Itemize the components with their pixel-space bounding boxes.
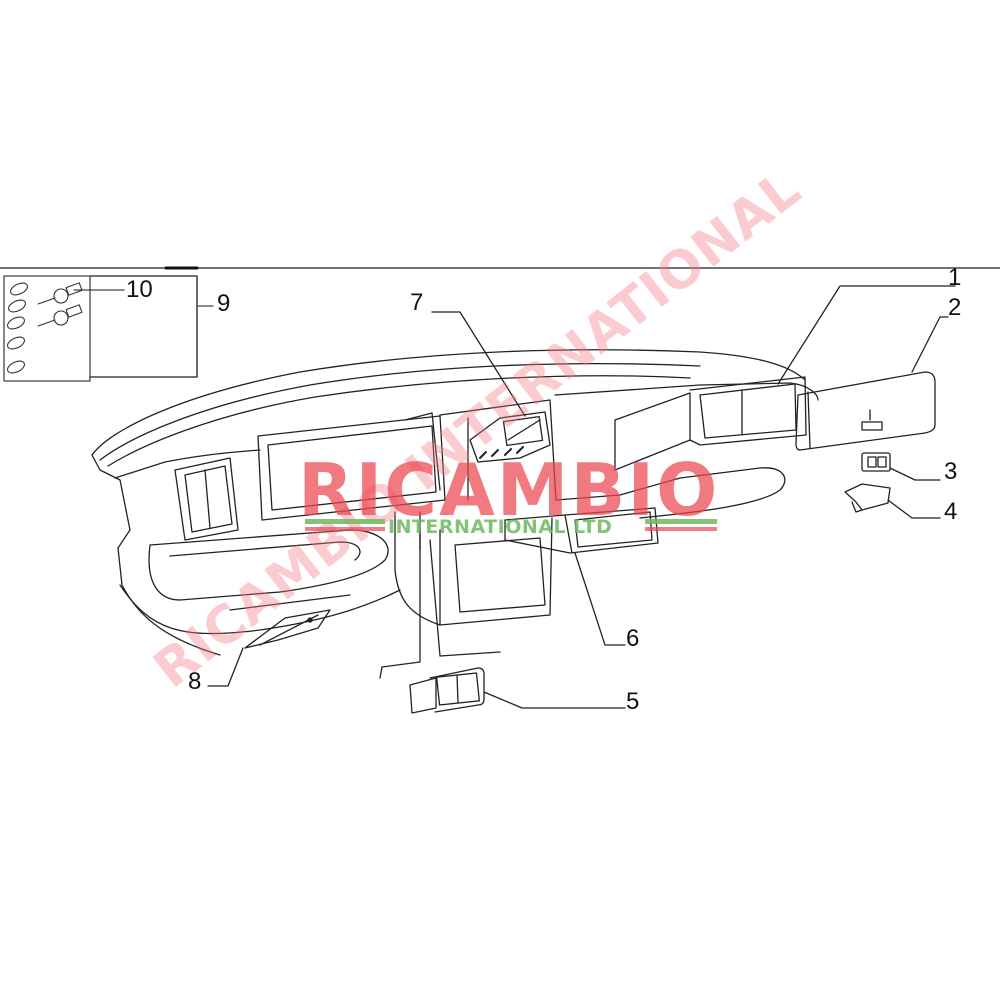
callout-7: 7 [410,289,424,316]
callout-9: 9 [217,290,231,317]
callout-1: 1 [948,264,962,291]
callout-5: 5 [626,688,640,715]
callout-2: 2 [948,294,962,321]
callout-10: 10 [126,276,153,303]
callout-6: 6 [626,625,640,652]
callout-8: 8 [188,668,202,695]
callout-4: 4 [944,498,958,525]
callout-3: 3 [944,458,958,485]
